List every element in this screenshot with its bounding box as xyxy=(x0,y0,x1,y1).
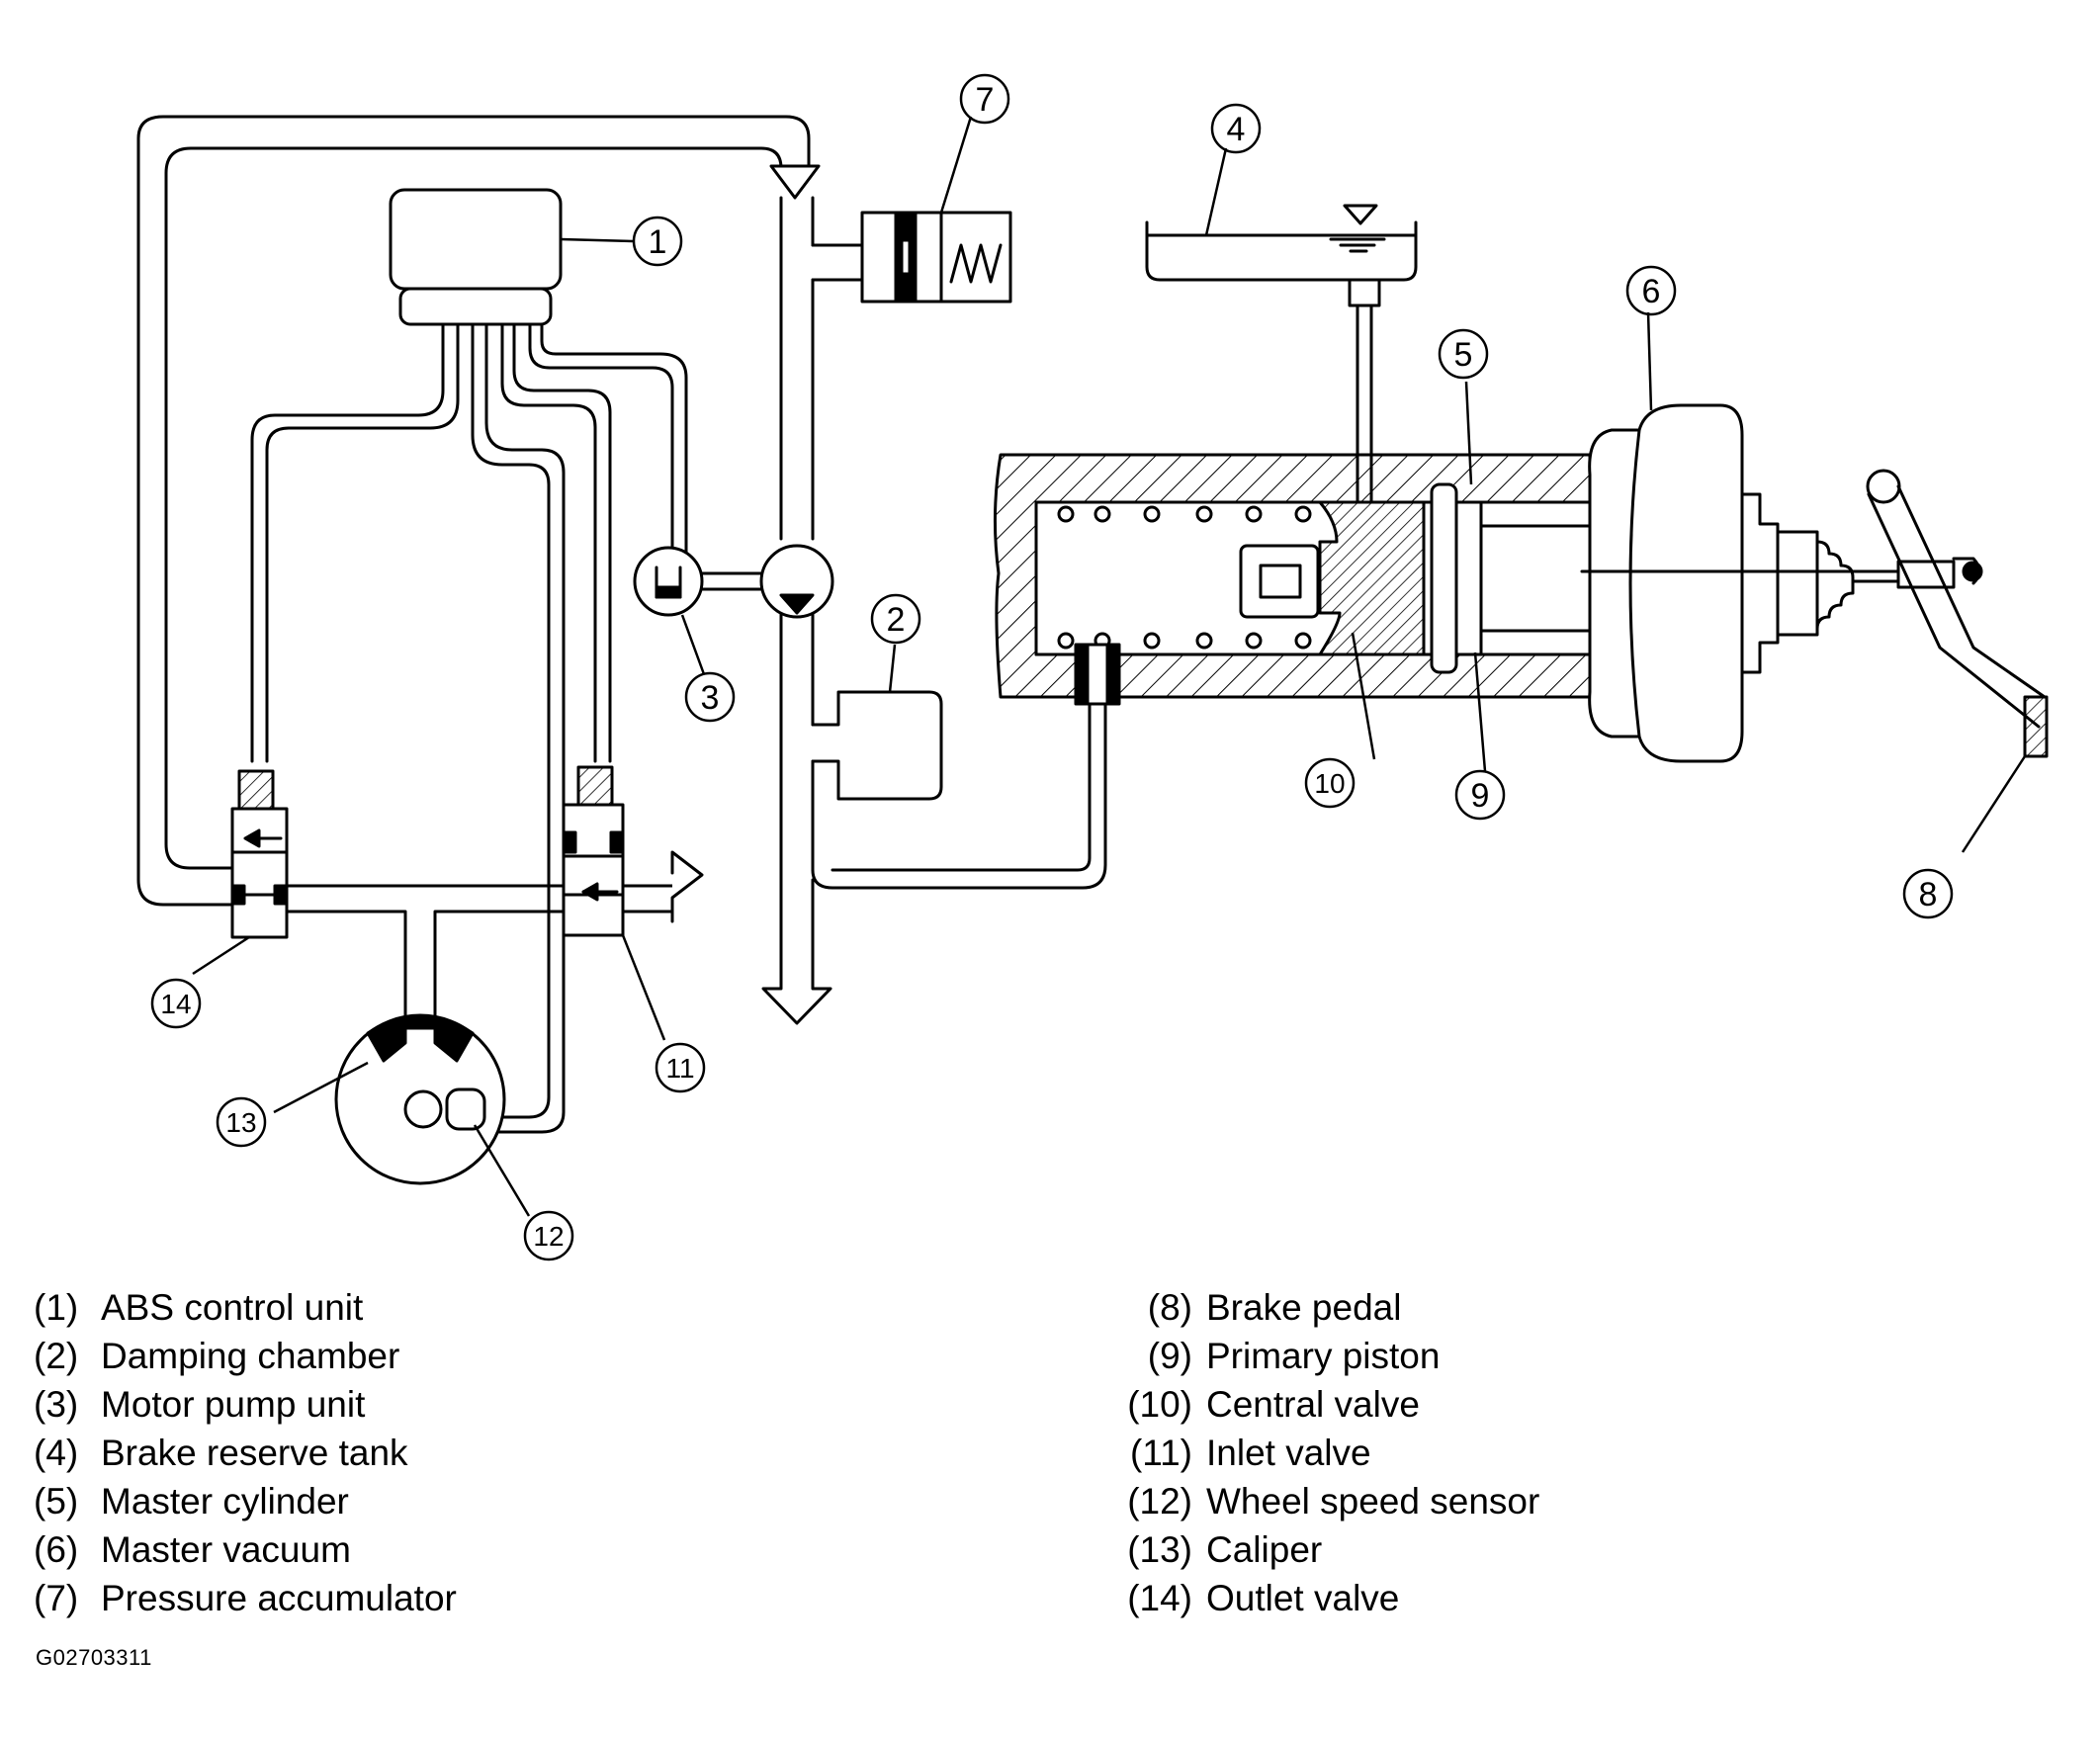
callout-14: 14 xyxy=(160,989,191,1019)
master-cylinder xyxy=(993,453,1592,706)
callout-11: 11 xyxy=(665,1053,694,1084)
callout-6: 6 xyxy=(1642,273,1661,310)
callout-7: 7 xyxy=(976,81,995,119)
callout-leaders xyxy=(192,116,2027,1217)
outlet-valve xyxy=(230,769,289,939)
callout-13: 13 xyxy=(225,1107,256,1138)
return-line-outer xyxy=(136,115,821,907)
callout-12: 12 xyxy=(533,1221,564,1252)
callout-1: 1 xyxy=(649,223,667,261)
callouts-two-digit: 10 11 12 13 14 xyxy=(150,757,1356,1261)
callout-8: 8 xyxy=(1919,876,1938,913)
control-wires xyxy=(250,322,688,1134)
master-vacuum xyxy=(1580,403,1956,763)
callout-10: 10 xyxy=(1314,768,1345,799)
damping-chamber xyxy=(779,690,1107,890)
callout-4: 4 xyxy=(1227,111,1246,148)
caliper-lines xyxy=(285,850,704,1030)
trunk-line xyxy=(761,196,832,1025)
callout-5: 5 xyxy=(1454,336,1473,374)
callout-2: 2 xyxy=(887,601,906,639)
abs-control-unit xyxy=(389,188,563,326)
wheel-speed-sensor xyxy=(403,1087,486,1131)
callout-3: 3 xyxy=(701,679,720,717)
brake-pedal xyxy=(1866,469,2049,758)
callouts: 1 2 3 4 5 6 7 8 9 xyxy=(632,73,1954,919)
inlet-valve xyxy=(562,765,625,937)
pressure-accumulator xyxy=(811,211,1012,304)
master-cylinder-line xyxy=(811,695,1092,872)
motor-pump-unit xyxy=(633,544,834,619)
callout-9: 9 xyxy=(1471,777,1490,815)
